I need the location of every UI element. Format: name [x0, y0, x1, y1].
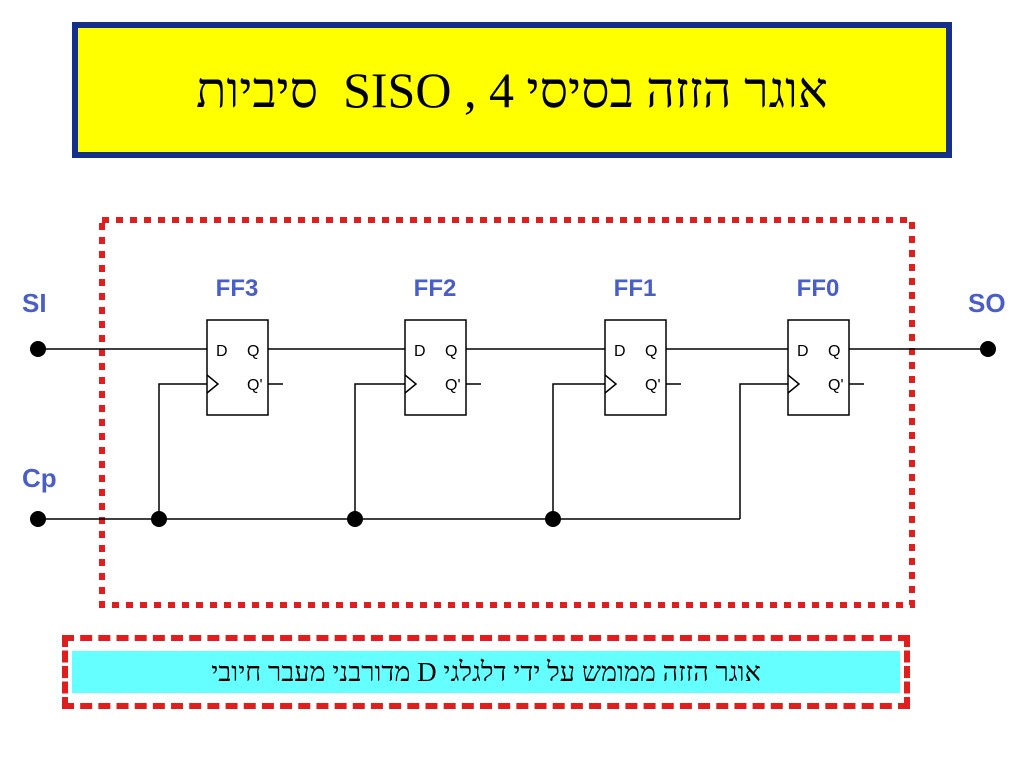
slide-title: אוגר הזזה בסיסי SISO , 4 סיביות	[196, 62, 828, 118]
si-terminal	[30, 341, 46, 357]
caption-box: אוגר הזזה ממומש על ידי דלגלגי D מדורבני …	[62, 635, 910, 709]
ff2-d-pin: D	[414, 343, 426, 360]
ff2-qbar-pin: Q'	[445, 377, 461, 394]
clock-junction-ff3	[151, 511, 167, 527]
ff3-label: FF3	[216, 275, 259, 302]
ff2-q-pin: Q	[445, 343, 457, 360]
ff1-label: FF1	[614, 275, 657, 302]
ff1-d-pin: D	[614, 343, 626, 360]
ff0-label: FF0	[797, 275, 840, 302]
clock-drop-ff2	[354, 383, 405, 519]
clock-drop-ff0	[739, 383, 788, 519]
ff1-qbar-pin: Q'	[645, 377, 661, 394]
ff0-qbar-pin: Q'	[828, 377, 844, 394]
caption-text: אוגר הזזה ממומש על ידי דלגלגי D מדורבני …	[211, 656, 761, 687]
register-enclosure	[99, 217, 915, 608]
clock-drop-ff1	[552, 383, 605, 519]
ff2-body	[404, 319, 467, 416]
flipflop-ff1: FF1 D Q Q'	[604, 275, 681, 416]
ff3-clock-triangle	[206, 374, 220, 394]
ff1-body	[604, 319, 667, 416]
flipflop-ff3: FF3 D Q Q'	[206, 275, 283, 416]
ff3-body	[206, 319, 269, 416]
si-label: SI	[22, 288, 47, 318]
ff0-d-pin: D	[797, 343, 809, 360]
ff2-label: FF2	[414, 275, 457, 302]
cp-label: Cp	[22, 463, 57, 493]
ff0-q-pin: Q	[828, 343, 840, 360]
so-label: SO	[968, 288, 1006, 318]
ff0-body	[787, 319, 850, 416]
caption-background: אוגר הזזה ממומש על ידי דלגלגי D מדורבני …	[72, 651, 900, 693]
cp-terminal	[30, 511, 46, 527]
title-box: אוגר הזזה בסיסי SISO , 4 סיביות	[72, 22, 952, 158]
ff1-clock-triangle	[604, 374, 618, 394]
ff3-d-pin: D	[216, 343, 228, 360]
clock-drop-ff3	[158, 383, 207, 519]
clock-junction-ff1	[545, 511, 561, 527]
so-terminal	[980, 341, 996, 357]
ff0-clock-triangle	[787, 374, 801, 394]
ff3-qbar-pin: Q'	[247, 377, 263, 394]
ff2-clock-triangle	[404, 374, 418, 394]
ff1-q-pin: Q	[645, 343, 657, 360]
ff3-q-pin: Q	[247, 343, 259, 360]
clock-junction-ff2	[347, 511, 363, 527]
flipflop-ff2: FF2 D Q Q'	[404, 275, 481, 416]
flipflop-ff0: FF0 D Q Q'	[787, 275, 864, 416]
